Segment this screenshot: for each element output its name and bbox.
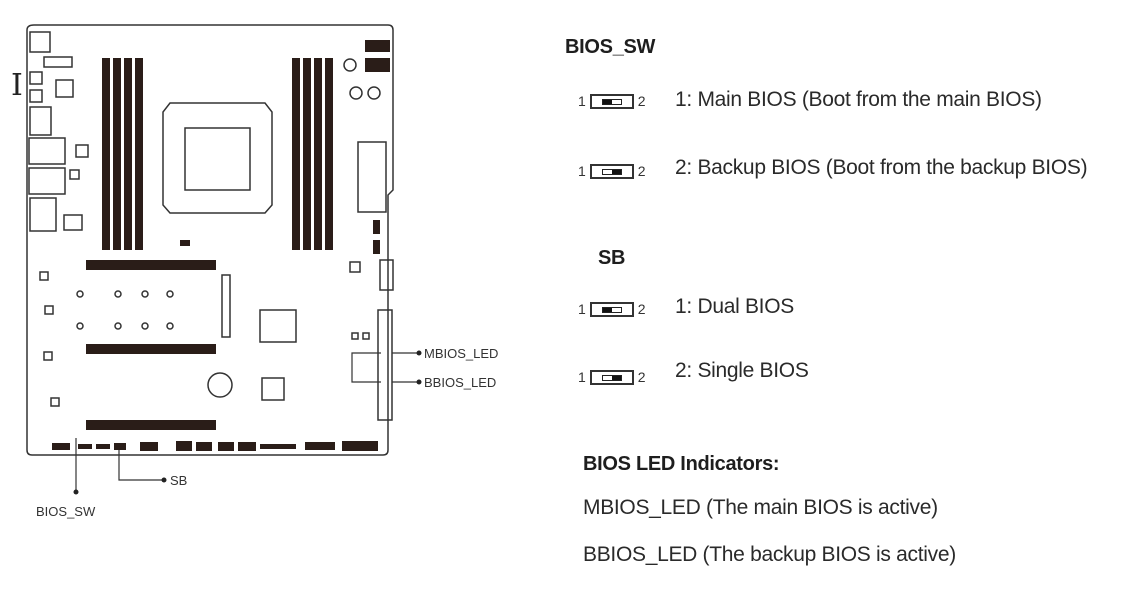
board-outline (26, 24, 394, 456)
bios-sw-switch-main: 1 2 (578, 93, 646, 109)
switch-icon (589, 301, 634, 317)
pin-label: 2 (637, 163, 646, 179)
pin-label: 1 (578, 163, 586, 179)
pin-label: 2 (637, 301, 646, 317)
bbios-led-label: BBIOS_LED (424, 375, 496, 390)
switch-icon (589, 93, 634, 109)
sb-heading: SB (598, 247, 626, 269)
bios-sw-label: BIOS_SW (36, 504, 96, 519)
pin-label: 1 (578, 369, 586, 385)
sb-switch-dual: 1 2 (578, 301, 646, 317)
switch-icon (589, 369, 634, 385)
led-item-mbios: MBIOS_LED (The main BIOS is active) (583, 496, 938, 519)
sb-option-2: 2: Single BIOS (675, 359, 809, 382)
motherboard-diagram: I MBIOS_LED BBIOS_LED SB BIOS_SW (11, 24, 498, 519)
sb-option-1: 1: Dual BIOS (675, 295, 794, 318)
text-cursor-icon: I (11, 68, 23, 103)
sb-label: SB (170, 473, 187, 488)
bios-sw-heading: BIOS_SW (565, 36, 656, 58)
pin-label: 2 (637, 369, 646, 385)
bios-sw-option-1: 1: Main BIOS (Boot from the main BIOS) (675, 88, 1042, 111)
switch-icon (589, 163, 634, 179)
mbios-led-label: MBIOS_LED (424, 346, 498, 361)
bios-sw-switch-backup: 1 2 (578, 163, 646, 179)
sb-switch-single: 1 2 (578, 369, 646, 385)
pin-label: 1 (578, 301, 586, 317)
bios-sw-option-2: 2: Backup BIOS (Boot from the backup BIO… (675, 156, 1088, 179)
pin-label: 1 (578, 93, 586, 109)
led-heading: BIOS LED Indicators: (583, 453, 780, 475)
pin-label: 2 (637, 93, 646, 109)
led-item-bbios: BBIOS_LED (The backup BIOS is active) (583, 543, 956, 566)
